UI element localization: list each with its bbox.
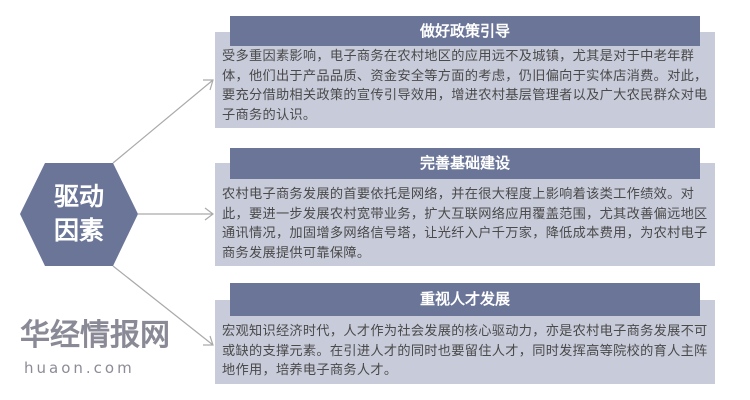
card-text-policy: 受多重因素影响，电子商务在农村地区的应用远不及城镇，尤其是对于中老年群体，他们出… bbox=[222, 49, 708, 123]
center-hexagon bbox=[20, 163, 138, 266]
card-body-policy bbox=[215, 32, 715, 128]
card-title-policy: 做好政策引导 bbox=[230, 16, 700, 46]
card-title-infrastructure: 完善基础建设 bbox=[230, 148, 700, 179]
watermark-url: huaon.com bbox=[24, 359, 135, 377]
card-text-talent: 宏观知识经济时代，人才作为社会发展的核心驱动力，亦是农村电子商务发展不可或缺的支… bbox=[222, 324, 708, 378]
watermark-logo: 华经情报网 bbox=[20, 318, 170, 353]
connector-middle bbox=[138, 207, 214, 221]
center-label-line1: 驱动 bbox=[53, 182, 104, 211]
center-label-line2: 因素 bbox=[53, 216, 104, 245]
connector-top bbox=[112, 79, 214, 164]
center-label: 驱动 因素 bbox=[20, 180, 138, 248]
card-text-infrastructure: 农村电子商务发展的首要依托是网络，并在很大程度上影响着该类工作绩效。对此，要进一… bbox=[222, 187, 708, 261]
card-title-talent: 重视人才发展 bbox=[230, 283, 700, 316]
connector-bottom bbox=[112, 265, 214, 346]
card-body-infrastructure bbox=[215, 163, 715, 266]
